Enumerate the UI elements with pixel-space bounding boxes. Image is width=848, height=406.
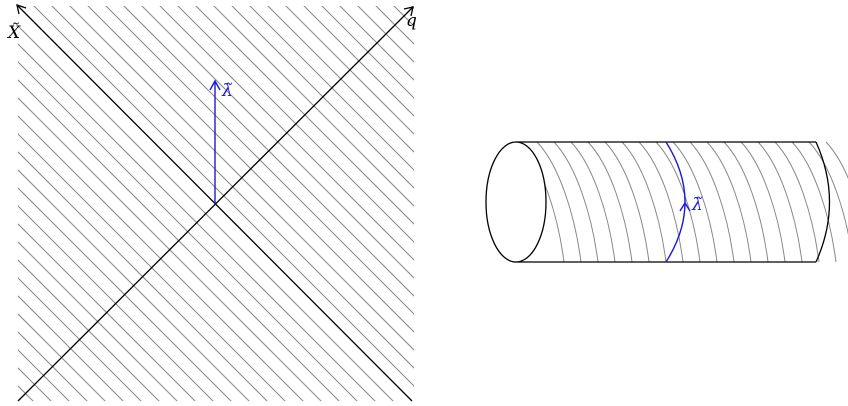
hatch-line bbox=[393, 6, 414, 27]
hatch-line bbox=[18, 97, 322, 401]
helix-line bbox=[706, 141, 752, 263]
hatch-line bbox=[51, 6, 414, 369]
q-axis bbox=[17, 7, 413, 402]
hatch-line bbox=[18, 385, 34, 401]
hatch-line bbox=[18, 79, 340, 401]
hatch-line bbox=[285, 6, 414, 135]
hatch-line bbox=[0, 0, 34, 406]
lambda-orbit-arrowhead bbox=[679, 201, 691, 212]
hatch-line bbox=[18, 169, 250, 401]
hatch-line bbox=[18, 277, 142, 401]
hatch-line bbox=[69, 6, 414, 351]
hatch-line bbox=[357, 6, 414, 63]
hatch-line bbox=[18, 115, 304, 401]
cylinder-left-end bbox=[485, 141, 547, 263]
lambda-orbit-label: λ̃ bbox=[691, 195, 703, 215]
lambda-vector-arrowhead bbox=[209, 79, 221, 91]
x-tilde-axis-arrowhead bbox=[16, 4, 27, 15]
hatch-line bbox=[159, 6, 414, 261]
helix-line bbox=[825, 141, 848, 180]
hatch-line bbox=[18, 25, 394, 401]
helix-line bbox=[672, 141, 718, 263]
hatch-line bbox=[375, 6, 414, 45]
hatch-line bbox=[18, 259, 160, 401]
x-tilde-axis-label: X̃ bbox=[6, 23, 21, 43]
cylinder-diagram: λ̃ bbox=[485, 141, 848, 263]
hatch-line bbox=[87, 6, 414, 333]
lambda-vector-label: λ̃ bbox=[221, 81, 233, 101]
helix-line bbox=[604, 141, 650, 263]
hatch-line bbox=[267, 6, 414, 153]
helix-line bbox=[553, 141, 599, 263]
helix-line bbox=[791, 141, 837, 263]
hatch-line bbox=[195, 6, 414, 225]
helix-line bbox=[638, 141, 684, 263]
hatch-line bbox=[177, 6, 414, 243]
hatch-line bbox=[18, 187, 232, 401]
q-axis-label: q bbox=[406, 11, 417, 31]
hatch-line bbox=[231, 6, 414, 189]
helix-line bbox=[808, 141, 848, 236]
hatch-line bbox=[18, 43, 376, 401]
q-axis-arrowhead bbox=[403, 6, 414, 17]
helix-line bbox=[757, 141, 803, 263]
hatch-line bbox=[33, 6, 414, 387]
hatch-line bbox=[123, 6, 414, 297]
helix-line bbox=[587, 141, 633, 263]
hatch-line bbox=[249, 6, 414, 171]
cylinder-right-end bbox=[815, 141, 831, 263]
helix-line bbox=[570, 141, 616, 263]
hatch-line bbox=[411, 6, 414, 9]
hatch-line bbox=[18, 205, 214, 401]
hatch-line bbox=[339, 6, 414, 81]
hatch-line bbox=[105, 6, 414, 315]
hatch-line bbox=[18, 133, 286, 401]
hatch-line bbox=[321, 6, 414, 99]
helix-line bbox=[774, 141, 820, 263]
hatch-line bbox=[141, 6, 414, 279]
hatch-line bbox=[18, 241, 178, 401]
hatch-line bbox=[18, 223, 196, 401]
hatch-line bbox=[18, 61, 358, 401]
helix-line bbox=[740, 141, 786, 263]
hatch-line bbox=[18, 151, 268, 401]
hatch-line bbox=[213, 6, 414, 207]
helix-line bbox=[621, 141, 667, 263]
helix-line bbox=[689, 141, 735, 263]
hatch-line bbox=[18, 313, 106, 401]
plane-hatch-lines bbox=[0, 0, 414, 406]
helix-line bbox=[536, 141, 582, 263]
helix-line bbox=[723, 141, 769, 263]
plane-diagram: q X̃ λ̃ bbox=[0, 0, 417, 406]
hatch-line bbox=[18, 331, 88, 401]
cylinder-hatch-lines bbox=[519, 141, 848, 263]
hatch-line bbox=[303, 6, 414, 117]
